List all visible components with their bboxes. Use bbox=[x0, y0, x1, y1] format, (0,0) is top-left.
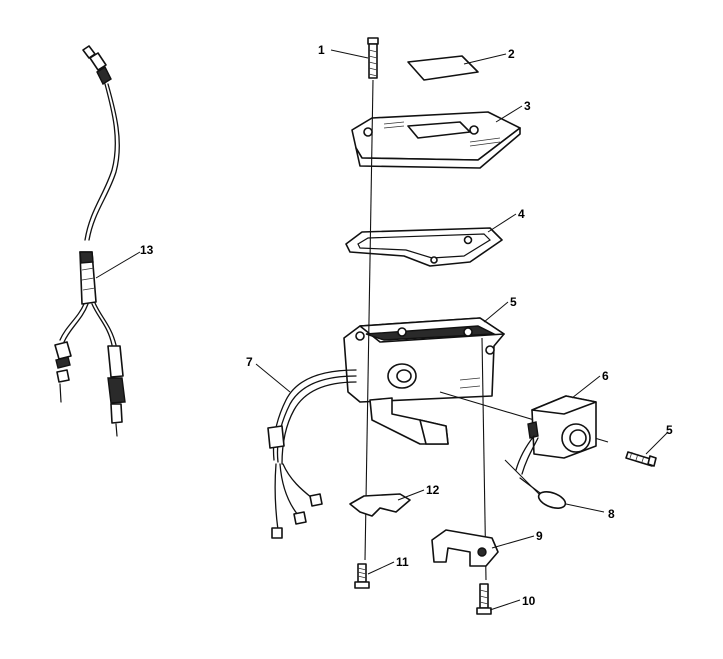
callout-leaders bbox=[95, 49, 669, 611]
callout-6: 6 bbox=[602, 369, 609, 383]
wire-harness-part-7 bbox=[267, 369, 357, 539]
screw-part-5-right bbox=[625, 451, 657, 467]
switch-part-6 bbox=[515, 395, 597, 475]
callout-5a: 5 bbox=[510, 295, 517, 309]
callout-1: 1 bbox=[318, 43, 325, 57]
clamp-part-9 bbox=[431, 529, 499, 567]
callout-9: 9 bbox=[536, 529, 543, 543]
decal-part-2 bbox=[407, 55, 479, 81]
callout-11: 11 bbox=[396, 555, 409, 569]
cover-plate-part-3 bbox=[351, 111, 521, 169]
throttle-cable-harness bbox=[54, 45, 126, 437]
callout-8: 8 bbox=[608, 507, 615, 521]
screw-part-11 bbox=[354, 563, 370, 589]
screw-part-10 bbox=[476, 583, 492, 615]
callout-13: 13 bbox=[140, 243, 154, 257]
callout-10: 10 bbox=[522, 594, 536, 608]
callout-12: 12 bbox=[426, 483, 440, 497]
callout-7: 7 bbox=[246, 355, 253, 369]
clip-part-12 bbox=[349, 493, 411, 517]
callout-2: 2 bbox=[508, 47, 515, 61]
bulb-part-8 bbox=[519, 477, 567, 509]
screw-part-1 bbox=[367, 37, 379, 79]
callout-5b: 5 bbox=[666, 423, 673, 437]
callout-4: 4 bbox=[518, 207, 525, 221]
gasket-part-4 bbox=[345, 227, 503, 267]
callout-3: 3 bbox=[524, 99, 531, 113]
switch-housing-part-5 bbox=[343, 317, 505, 445]
